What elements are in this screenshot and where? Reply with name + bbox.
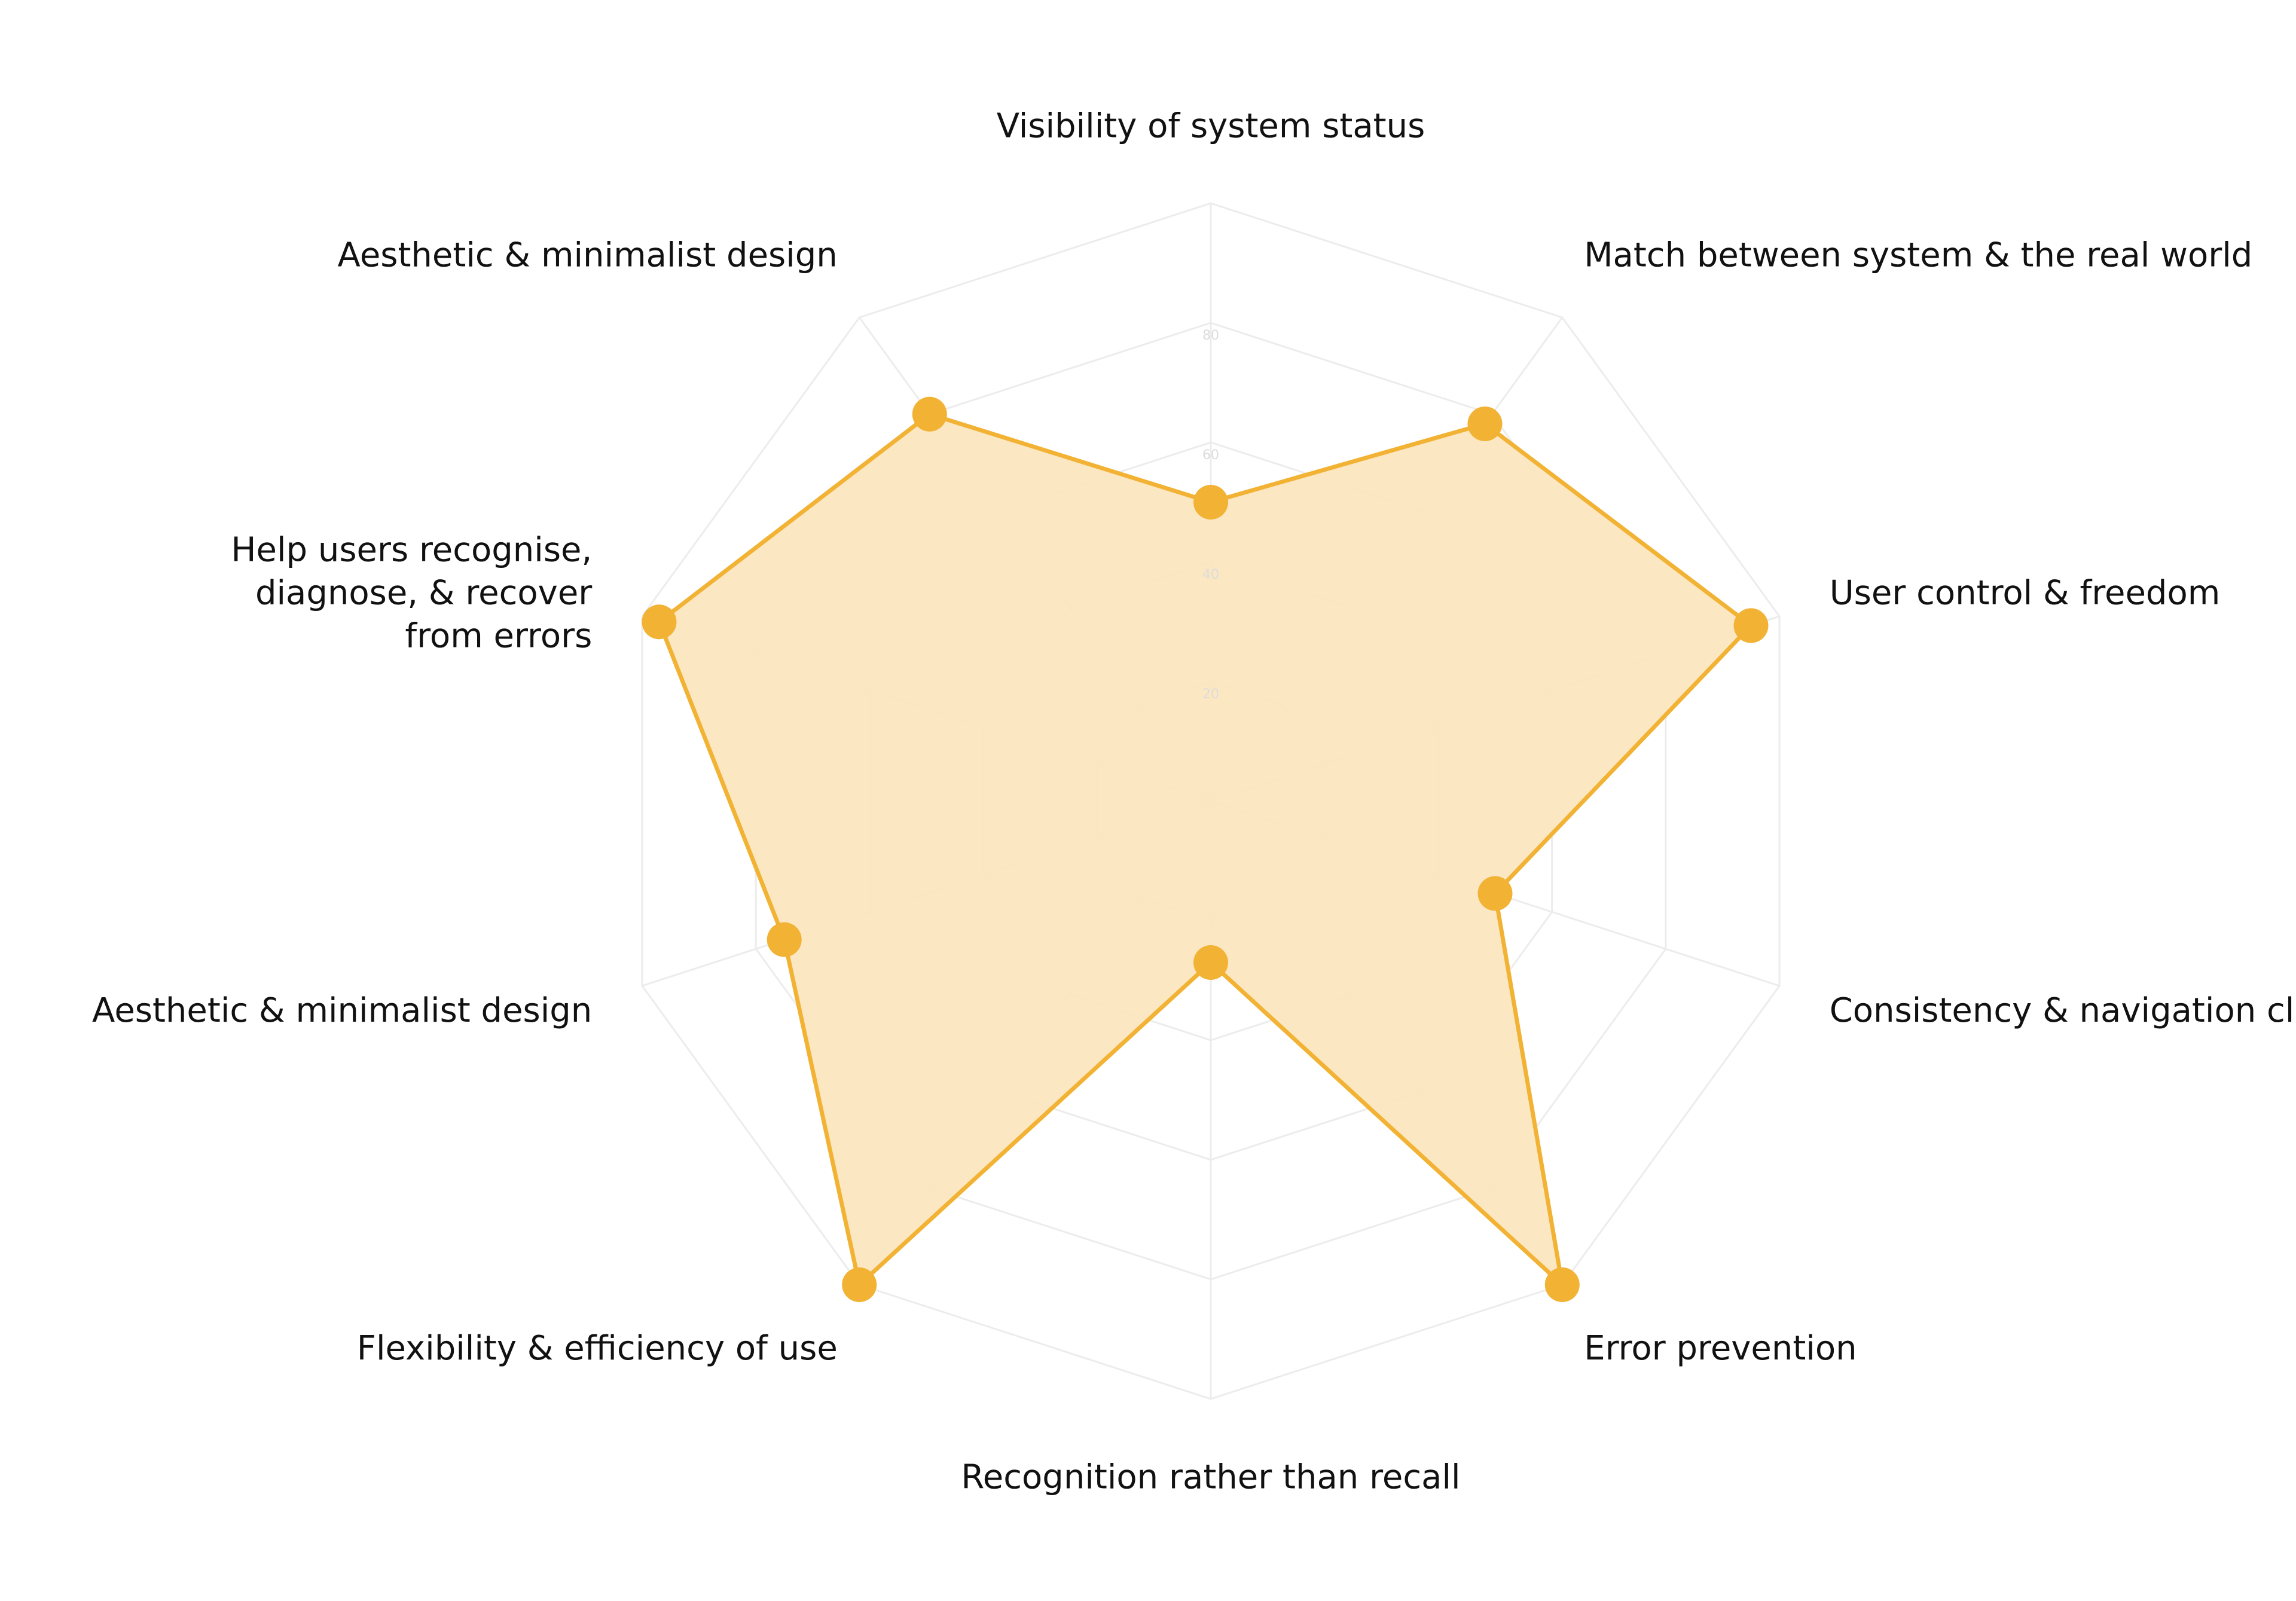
tick-label: 20	[1202, 687, 1219, 702]
axis-label-line: Visibility of system status	[997, 107, 1425, 146]
tick-label: 80	[1202, 328, 1219, 343]
axis-label-line: Error prevention	[1584, 1329, 1857, 1368]
series-area	[657, 412, 1754, 1287]
axis-label-line: Aesthetic & minimalist design	[338, 236, 838, 274]
data-point	[767, 922, 802, 957]
axis-label-line: Consistency & navigation clarity	[1830, 991, 2296, 1030]
axis-label: Error prevention	[1584, 1329, 1857, 1368]
series-layer	[642, 396, 1769, 1303]
axis-label-line: User control & freedom	[1830, 573, 2221, 612]
data-point	[1193, 485, 1228, 520]
axis-label-line: Match between system & the real world	[1584, 236, 2252, 274]
axis-label: User control & freedom	[1830, 573, 2221, 612]
axis-label: Aesthetic & minimalist design	[338, 236, 838, 274]
data-point	[642, 604, 677, 640]
axis-label: Flexibility & efficiency of use	[357, 1329, 838, 1368]
tick-label: 40	[1202, 567, 1219, 582]
data-point	[842, 1267, 877, 1303]
tick-layer: 20 40 60 80	[1202, 328, 1219, 702]
axis-label: Help users recognise, diagnose, & recover…	[231, 530, 593, 655]
axis-label-line: Help users recognise,	[231, 530, 592, 569]
data-point	[1544, 1267, 1580, 1303]
tick-label: 60	[1202, 448, 1219, 463]
axis-label: Aesthetic & minimalist design	[92, 991, 592, 1030]
axis-label: Consistency & navigation clarity	[1830, 991, 2296, 1030]
axis-label-line: from errors	[405, 616, 592, 655]
axis-label: Match between system & the real world	[1584, 236, 2252, 274]
data-point	[1467, 406, 1503, 441]
axis-label-line: Aesthetic & minimalist design	[92, 991, 592, 1030]
axis-label-line: diagnose, & recover	[255, 573, 593, 612]
axis-label-line: Flexibility & efficiency of use	[357, 1329, 838, 1368]
data-point	[912, 396, 947, 432]
axis-label: Visibility of system status	[997, 107, 1425, 146]
axis-label: Recognition rather than recall	[961, 1458, 1460, 1497]
data-point	[1477, 876, 1513, 911]
data-point	[1193, 945, 1228, 980]
axis-label-line: Recognition rather than recall	[961, 1458, 1460, 1497]
data-point	[1733, 608, 1769, 643]
